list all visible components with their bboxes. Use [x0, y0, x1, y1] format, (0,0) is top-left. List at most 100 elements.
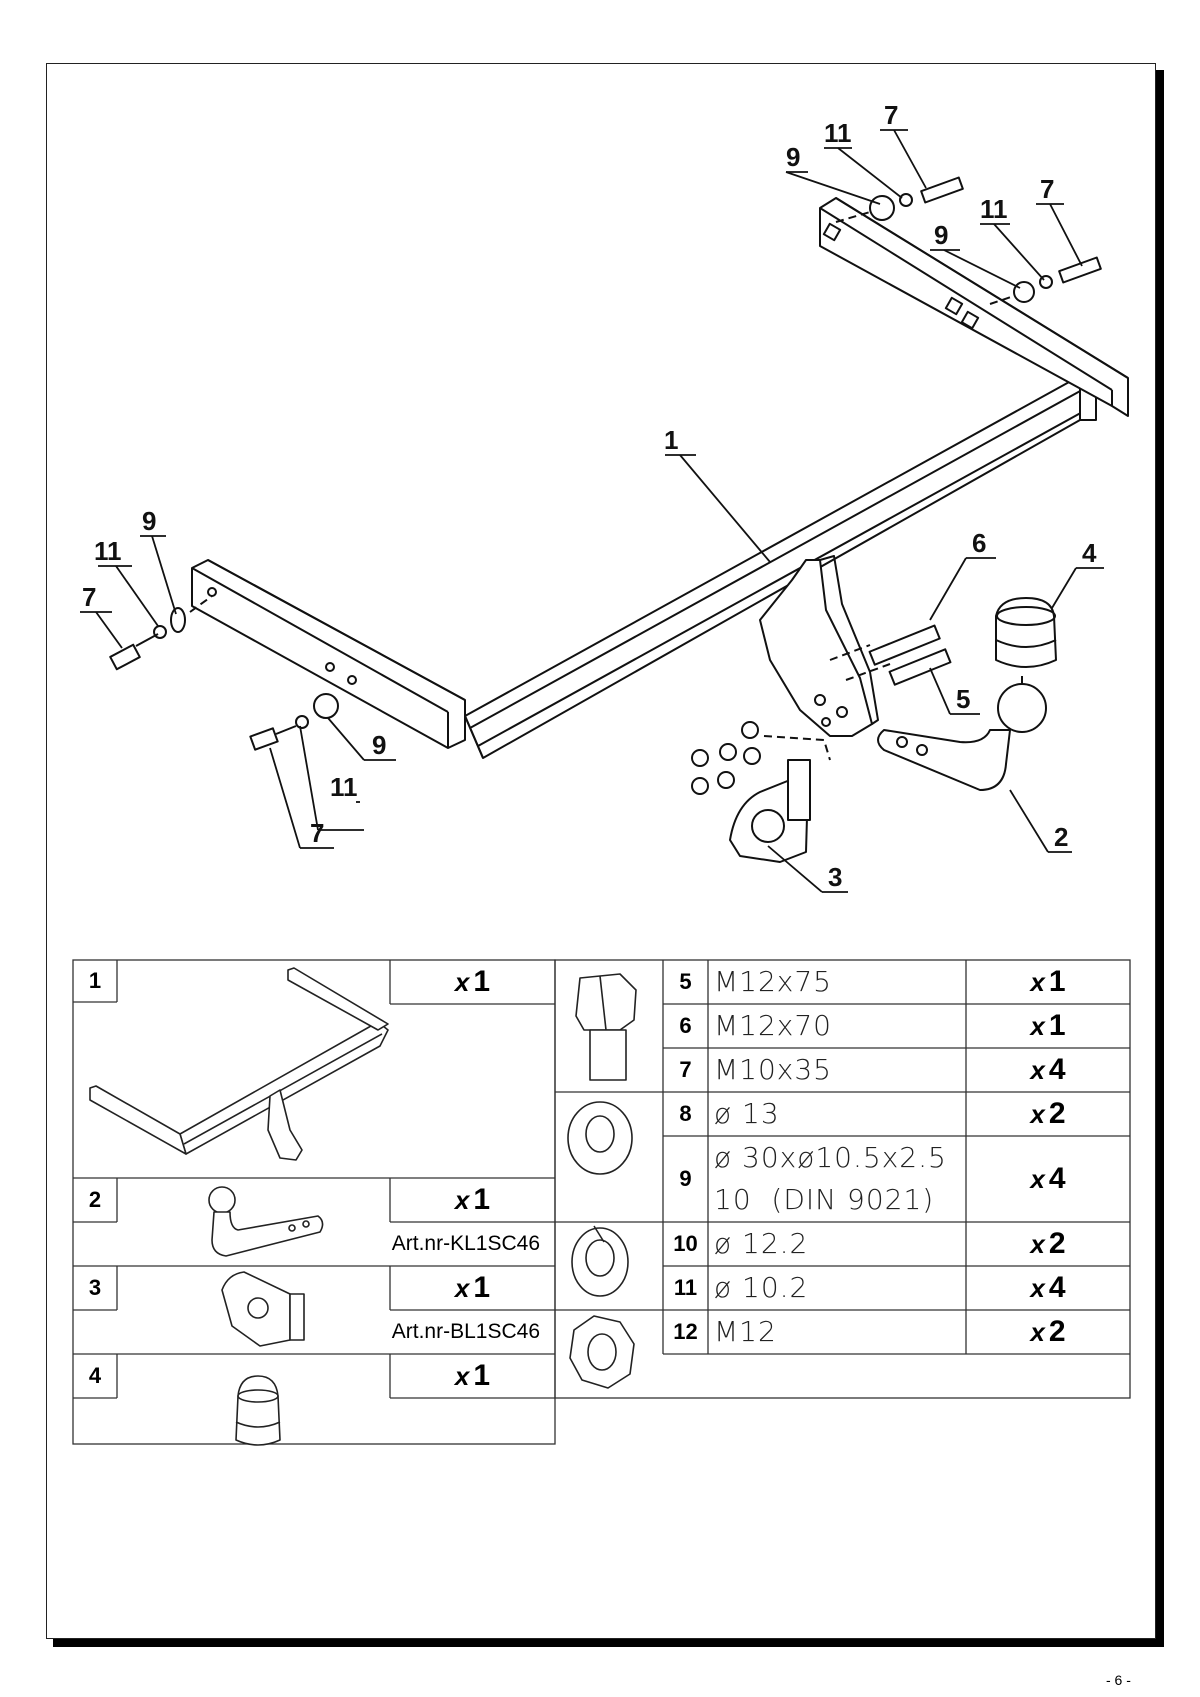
qty-value: 1 — [1048, 965, 1066, 998]
callout-6: 6 — [972, 528, 986, 558]
qty-prefix: x — [1030, 1098, 1045, 1129]
qty-prefix: x — [1030, 1272, 1045, 1303]
part-2-number: 2 — [88, 1187, 102, 1212]
towball — [877, 676, 1047, 791]
qty-prefix: x — [1030, 1316, 1045, 1347]
callout-11a: 11 — [824, 118, 852, 148]
fastener-9-spec: ø 30xø10.5x2.5 10 (DIN 9021) — [714, 1136, 964, 1222]
qty-value: 4 — [1048, 1271, 1066, 1304]
callout-11b: 11 — [980, 194, 1008, 224]
fastener-6-number: 6 — [679, 1013, 692, 1038]
thumb-bolt — [575, 973, 637, 1081]
spec-line: ø 10.2 — [714, 1271, 809, 1304]
callout-11d: 11 — [330, 772, 358, 802]
part-3-number: 3 — [88, 1275, 102, 1300]
callout-7d: 7 — [310, 818, 324, 848]
qty-value: 1 — [473, 1183, 491, 1216]
spec-line: M12 — [714, 1315, 777, 1348]
callout-7a: 7 — [884, 100, 898, 130]
callout-2: 2 — [1054, 822, 1068, 852]
thumb-crossbar — [89, 967, 389, 1161]
qty-value: 2 — [1048, 1315, 1066, 1348]
callout-7b: 7 — [1040, 174, 1054, 204]
spec-line: M12x75 — [714, 965, 832, 998]
qty-prefix: x — [1030, 1010, 1045, 1041]
fastener-11-spec: ø 10.2 — [714, 1266, 964, 1310]
qty-value: 4 — [1048, 1162, 1066, 1195]
callout-7c: 7 — [82, 582, 96, 612]
bolts-m12 — [829, 624, 952, 686]
qty-prefix: x — [454, 1360, 470, 1391]
fastener-9-number: 9 — [679, 1166, 692, 1191]
fastener-6-spec: M12x70 — [714, 1004, 964, 1048]
part-3-article-number: Art.nr-BL1SC46 — [391, 1320, 540, 1343]
qty-prefix: x — [454, 1272, 470, 1303]
thumb-flat-washer — [567, 1101, 633, 1175]
callout-9b: 9 — [934, 220, 948, 250]
fastener-12-spec: M12 — [714, 1310, 964, 1354]
fastener-5-spec: M12x75 — [714, 960, 964, 1004]
qty-prefix: x — [1030, 1054, 1045, 1085]
thumb-spring-washer — [571, 1225, 629, 1297]
callout-9c: 9 — [142, 506, 156, 536]
socket-plate — [729, 735, 831, 863]
callout-11c: 11 — [94, 536, 122, 566]
crossbar — [449, 375, 1097, 759]
thumb-socket-plate — [221, 1271, 305, 1347]
qty-value: 2 — [1048, 1227, 1066, 1260]
spec-line: M10x35 — [714, 1053, 832, 1086]
left-side-bracket — [191, 559, 466, 749]
right-side-bracket — [819, 197, 1129, 417]
qty-prefix: x — [1030, 966, 1045, 997]
callout-3: 3 — [828, 862, 842, 892]
thumb-hex-nut — [569, 1315, 635, 1389]
spec-line: ø 12.2 — [714, 1227, 809, 1260]
qty-value: 1 — [1048, 1009, 1066, 1042]
qty-value: 1 — [473, 1271, 491, 1304]
left-fasteners — [109, 595, 339, 751]
callout-9a: 9 — [786, 142, 800, 172]
thumb-towball — [208, 1186, 324, 1257]
callout-1: 1 — [664, 425, 678, 455]
center-drop-bracket — [759, 555, 879, 737]
fastener-8-number: 8 — [679, 1101, 692, 1126]
spec-line: ø 13 — [714, 1097, 780, 1130]
qty-prefix: x — [454, 1184, 470, 1215]
page-number: - 6 - — [1106, 1672, 1131, 1688]
qty-prefix: x — [1030, 1163, 1045, 1194]
fastener-11-number: 11 — [673, 1275, 698, 1300]
callout-4: 4 — [1082, 538, 1097, 568]
part-2-article-number: Art.nr-KL1SC46 — [391, 1232, 540, 1255]
qty-prefix: x — [1030, 1228, 1045, 1259]
leader-lines — [80, 129, 1104, 893]
right-fasteners — [835, 176, 1102, 305]
spec-line-2: 10 (DIN 9021) — [714, 1183, 935, 1216]
fastener-7-number: 7 — [679, 1057, 692, 1082]
spec-line: ø 30xø10.5x2.5 — [714, 1141, 947, 1174]
fastener-12-number: 12 — [673, 1319, 698, 1344]
qty-value: 1 — [473, 1359, 491, 1392]
fastener-8-spec: ø 13 — [714, 1092, 964, 1136]
fastener-5-number: 5 — [679, 969, 692, 994]
qty-prefix: x — [454, 966, 470, 997]
fastener-10-spec: ø 12.2 — [714, 1222, 964, 1266]
callout-9d: 9 — [372, 730, 386, 760]
qty-value: 1 — [473, 965, 491, 998]
fastener-7-spec: M10x35 — [714, 1048, 964, 1092]
thumb-ball-cover — [235, 1375, 281, 1446]
callout-5: 5 — [956, 684, 970, 714]
